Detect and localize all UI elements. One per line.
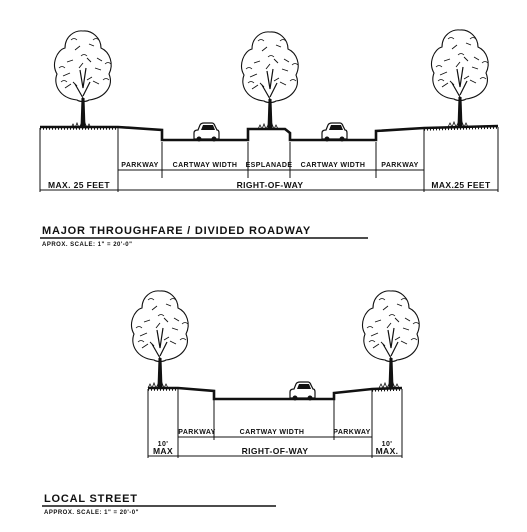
- major-ground-profile: [40, 124, 499, 142]
- label-parkway-right: PARKWAY: [381, 162, 418, 169]
- local-title: LOCAL STREET: [44, 493, 138, 505]
- local-max-right-top: 10': [382, 441, 393, 448]
- local-label-right-of-way: RIGHT-OF-WAY: [242, 446, 309, 456]
- local-section: PARKWAY CARTWAY WIDTH PARKWAY 10' MAX RI…: [42, 290, 420, 516]
- label-cartway-right: CARTWAY WIDTH: [301, 162, 366, 169]
- local-ground-profile: [148, 386, 403, 401]
- label-esplanade: ESPLANADE: [246, 162, 293, 169]
- tree-icon: [130, 290, 189, 389]
- local-label-parkway-left: PARKWAY: [178, 429, 215, 436]
- tree-icon: [361, 290, 420, 389]
- tree-icon: [53, 30, 112, 129]
- local-scale: APPROX. SCALE: 1" = 20'-0": [44, 510, 139, 516]
- local-label-cartway: CARTWAY WIDTH: [240, 429, 305, 436]
- tree-icon: [240, 31, 299, 130]
- major-title: MAJOR THROUGHFARE / DIVIDED ROADWAY: [42, 225, 311, 237]
- local-label-parkway-right: PARKWAY: [333, 429, 370, 436]
- car-icon: [321, 122, 348, 143]
- label-parkway-left: PARKWAY: [121, 162, 158, 169]
- local-max-right-bottom: MAX.: [376, 446, 399, 456]
- major-section: PARKWAY CARTWAY WIDTH ESPLANADE CARTWAY …: [39, 29, 499, 248]
- label-cartway-left: CARTWAY WIDTH: [173, 162, 238, 169]
- label-max-left: MAX. 25 FEET: [48, 180, 110, 190]
- label-max-right: MAX.25 FEET: [431, 180, 491, 190]
- local-max-left-bottom: MAX: [153, 446, 173, 456]
- tree-icon: [430, 29, 489, 128]
- major-scale: APROX. SCALE: 1" = 20'-0": [42, 242, 132, 248]
- car-icon: [193, 122, 220, 143]
- local-max-left-top: 10': [158, 441, 169, 448]
- car-icon: [289, 381, 316, 402]
- label-right-of-way: RIGHT-OF-WAY: [237, 180, 304, 190]
